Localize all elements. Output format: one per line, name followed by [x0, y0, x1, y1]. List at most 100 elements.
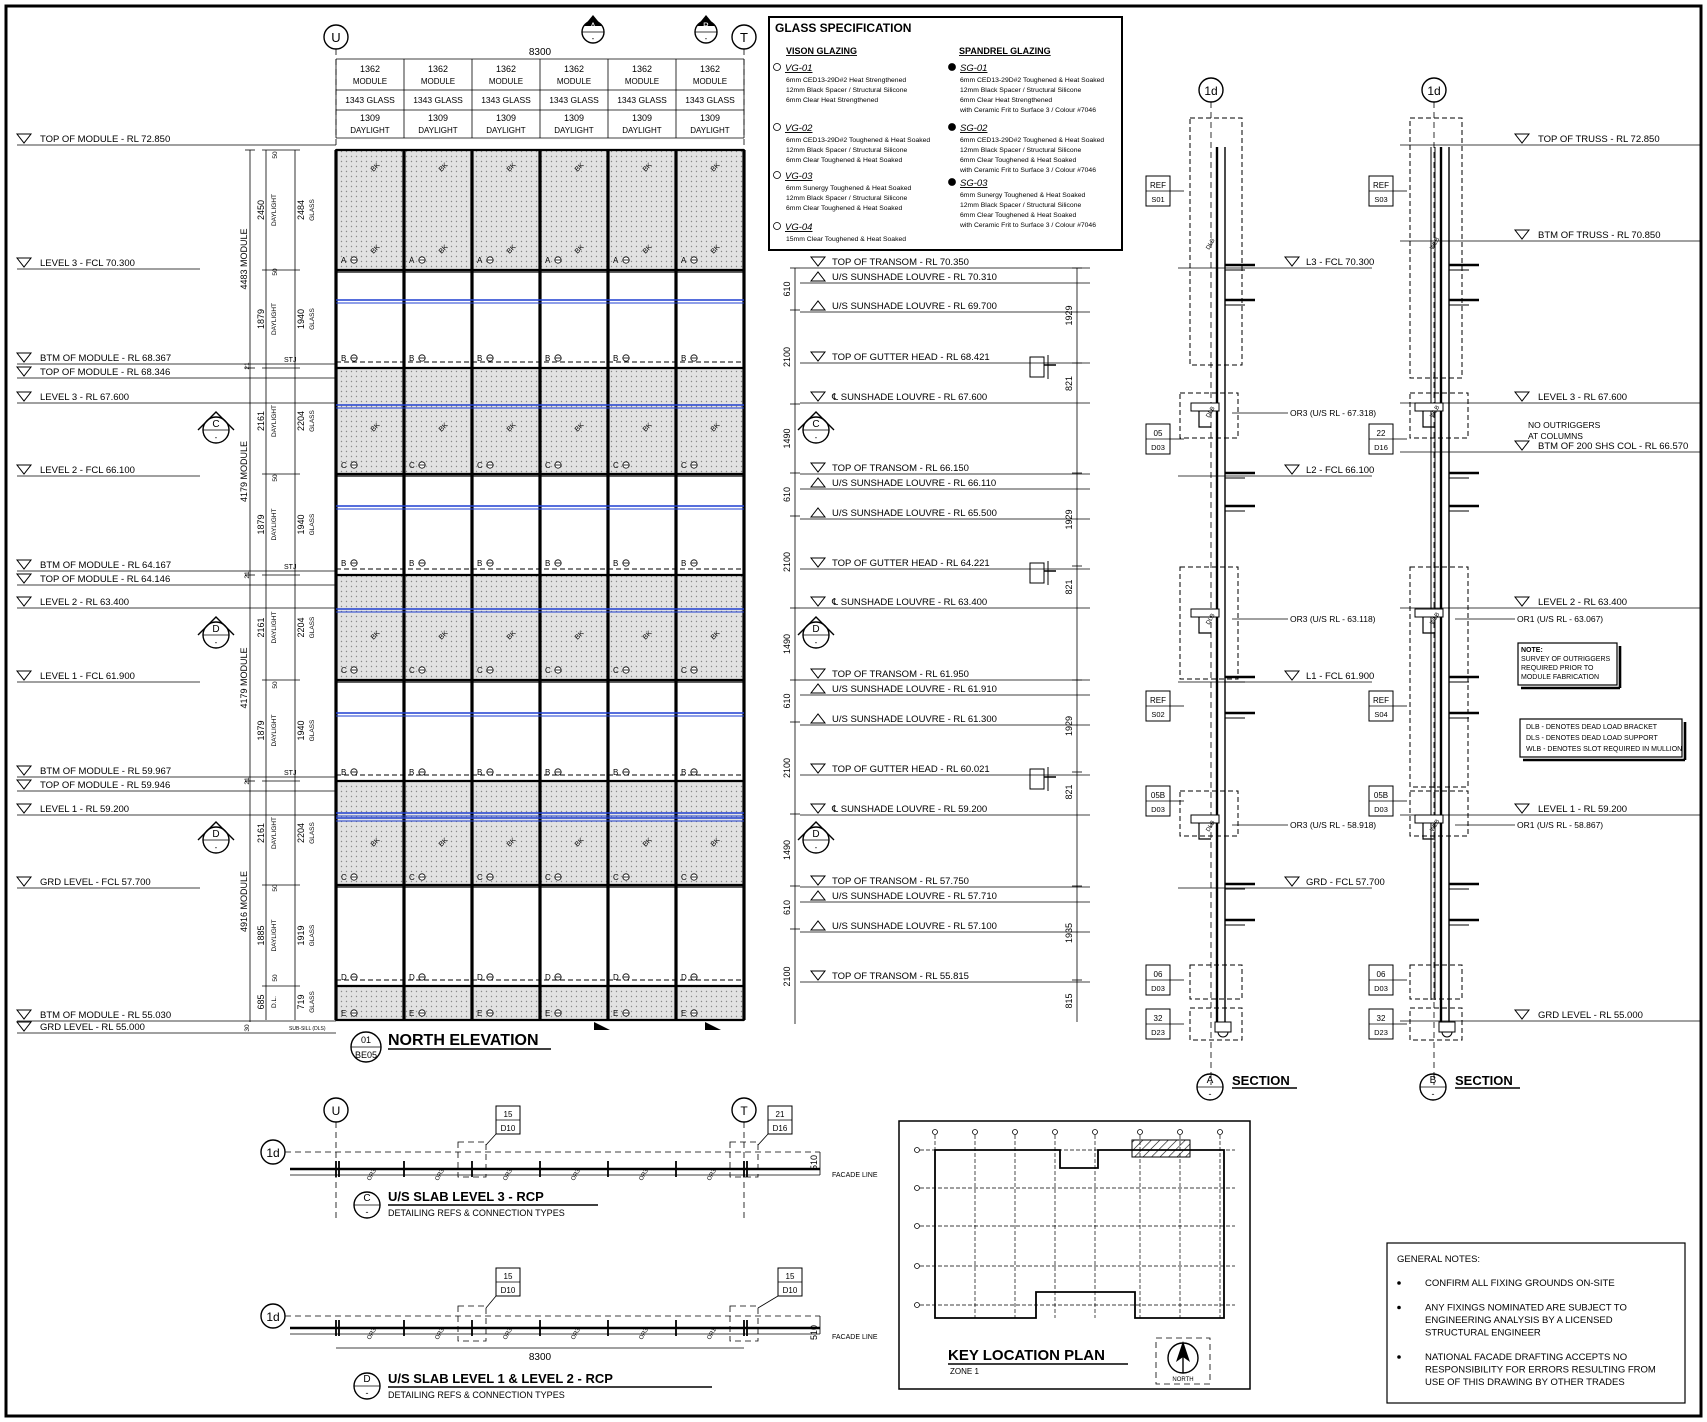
- stack-joint-label: STJ: [284, 357, 296, 364]
- svg-text:GLASS: GLASS: [309, 308, 316, 330]
- svg-text:821: 821: [1064, 784, 1074, 799]
- elevation-title: 01 BE05 NORTH ELEVATION: [350, 1031, 551, 1063]
- level-marker-right: TOP OF GUTTER HEAD - RL 60.021: [800, 763, 1090, 776]
- level-marker-right: U/S SUNSHADE LOUVRE - RL 69.700: [800, 300, 1090, 313]
- svg-text:A: A: [613, 256, 619, 265]
- bracket-tag: BK: [370, 162, 382, 174]
- level-marker-right: U/S SUNSHADE LOUVRE - RL 57.710: [800, 890, 1090, 903]
- svg-text:DAYLIGHT: DAYLIGHT: [271, 508, 278, 540]
- section-b: 1d REFS0322D16REFS0405BD0306D0332D23WLBW…: [1368, 77, 1702, 1101]
- glass-spec-panel: GLASS SPECIFICATION VISON GLAZING SPANDR…: [768, 16, 1123, 251]
- svg-text:610: 610: [782, 487, 792, 502]
- svg-text:-: -: [1209, 1089, 1212, 1099]
- glass-type-tag: E: [681, 1009, 698, 1018]
- svg-text:BTM OF TRUSS - RL 70.850: BTM OF TRUSS - RL 70.850: [1538, 230, 1660, 241]
- glass-type-tag: C: [681, 461, 698, 470]
- svg-text:1309: 1309: [360, 113, 380, 123]
- svg-text:LEVEL 1 - RL 59.200: LEVEL 1 - RL 59.200: [40, 804, 129, 815]
- section-a: 1d REFS0105D03REFS0205BD0306D0332D23DLBD…: [1145, 77, 1385, 1101]
- glass-type-tag: C: [613, 666, 630, 675]
- svg-text:B: B: [681, 768, 686, 777]
- svg-text:C: C: [212, 419, 219, 430]
- svg-text:FACADE LINE: FACADE LINE: [832, 1172, 878, 1179]
- svg-text:-: -: [815, 433, 818, 442]
- bracket-tag: BK: [710, 162, 722, 174]
- glass-type-tag: E: [409, 1009, 426, 1018]
- svg-text:℄ SUNSHADE LOUVRE - RL 63.400: ℄ SUNSHADE LOUVRE - RL 63.400: [831, 597, 987, 608]
- section-markers: C-D-D-C-D-D-: [197, 411, 835, 854]
- svg-text:DAYLIGHT: DAYLIGHT: [622, 126, 662, 135]
- svg-text:TOP OF GUTTER HEAD - RL 64.221: TOP OF GUTTER HEAD - RL 64.221: [832, 558, 990, 569]
- level-marker-right: TOP OF GUTTER HEAD - RL 68.421: [800, 351, 1090, 364]
- svg-text:DLB: DLB: [1206, 238, 1217, 251]
- svg-text:32: 32: [1154, 1014, 1163, 1023]
- svg-text:821: 821: [1064, 376, 1074, 391]
- svg-text:B: B: [545, 768, 550, 777]
- svg-text:DAYLIGHT: DAYLIGHT: [271, 919, 278, 951]
- svg-text:B: B: [409, 768, 414, 777]
- svg-text:SECTION: SECTION: [1455, 1073, 1513, 1088]
- bracket-tag: BK: [710, 422, 722, 434]
- svg-text:2100: 2100: [782, 966, 792, 986]
- svg-text:2100: 2100: [782, 347, 792, 367]
- svg-text:SG-01: SG-01: [960, 63, 987, 74]
- svg-text:D: D: [812, 829, 819, 840]
- section-marker-c: C-: [797, 411, 835, 444]
- bracket-tag: BK: [642, 422, 654, 434]
- glass-type-tag: C: [613, 873, 630, 882]
- outrigger-tag: OR3: [367, 1327, 379, 1341]
- level-marker-left: LEVEL 1 - RL 59.200: [15, 803, 336, 816]
- svg-text:610: 610: [782, 281, 792, 296]
- svg-text:WLB: WLB: [1430, 819, 1442, 833]
- general-note-item: CONFIRM ALL FIXING GROUNDS ON-SITE: [1397, 1278, 1615, 1289]
- svg-text:1309: 1309: [564, 113, 584, 123]
- section-b-level: LEVEL 3 - RL 67.600: [1400, 391, 1702, 404]
- level-marker-left: GRD LEVEL - FCL 57.700: [15, 876, 200, 889]
- level-marker-right: U/S SUNSHADE LOUVRE - RL 66.110: [800, 477, 1090, 490]
- svg-text:B: B: [341, 354, 346, 363]
- svg-text:VG-02: VG-02: [785, 123, 813, 134]
- bracket-tag: BK: [506, 422, 518, 434]
- svg-text:U/S SLAB LEVEL 3 - RCP: U/S SLAB LEVEL 3 - RCP: [388, 1189, 544, 1204]
- bracket-tag: BK: [506, 630, 518, 642]
- outrigger-tag: OR3: [571, 1327, 583, 1341]
- svg-text:LEVEL 2 - FCL 66.100: LEVEL 2 - FCL 66.100: [40, 465, 135, 476]
- svg-text:TOP OF TRANSOM - RL 61.950: TOP OF TRANSOM - RL 61.950: [832, 669, 969, 680]
- svg-text:1d: 1d: [1427, 84, 1440, 98]
- svg-text:2204: 2204: [296, 617, 306, 637]
- svg-text:719: 719: [296, 994, 306, 1009]
- svg-text:NO OUTRIGGERS: NO OUTRIGGERS: [1528, 420, 1601, 430]
- svg-text:6mm CED13-29D#2 Heat Strengthe: 6mm CED13-29D#2 Heat Strengthened: [786, 77, 906, 84]
- svg-text:TOP OF TRANSOM - RL 66.150: TOP OF TRANSOM - RL 66.150: [832, 463, 969, 474]
- svg-text:LEVEL 2 - RL 63.400: LEVEL 2 - RL 63.400: [40, 597, 129, 608]
- svg-text:DLB: DLB: [1206, 613, 1217, 626]
- svg-text:B: B: [477, 354, 482, 363]
- svg-text:6mm Clear Toughened & Heat Soa: 6mm Clear Toughened & Heat Soaked: [960, 212, 1076, 219]
- level-marker-left: BTM OF MODULE - RL 59.967: [15, 765, 336, 778]
- svg-text:C: C: [409, 666, 415, 675]
- level-marker-right: U/S SUNSHADE LOUVRE - RL 65.500: [800, 507, 1090, 520]
- level-marker-left: GRD LEVEL - RL 55.000: [15, 1021, 336, 1034]
- bracket-tag: BK: [506, 244, 518, 256]
- svg-text:S04: S04: [1374, 710, 1387, 719]
- svg-text:BTM OF MODULE - RL 55.030: BTM OF MODULE - RL 55.030: [40, 1010, 171, 1021]
- bracket-tag: BK: [574, 837, 586, 849]
- svg-text:LEVEL 3 - RL 67.600: LEVEL 3 - RL 67.600: [40, 392, 129, 403]
- svg-text:6mm Clear Toughened & Heat Soa: 6mm Clear Toughened & Heat Soaked: [786, 157, 902, 164]
- svg-text:DLS - DENOTES DEAD LOAD SUPPOR: DLS - DENOTES DEAD LOAD SUPPORT: [1526, 735, 1658, 742]
- svg-text:-: -: [215, 843, 218, 852]
- svg-text:1343 GLASS: 1343 GLASS: [413, 95, 463, 105]
- svg-text:U/S SLAB LEVEL 1 & LEVEL 2 - R: U/S SLAB LEVEL 1 & LEVEL 2 - RCP: [388, 1371, 613, 1386]
- glass-type-tag: B: [477, 559, 494, 568]
- svg-text:B: B: [703, 21, 709, 31]
- svg-text:REF: REF: [1373, 181, 1389, 190]
- svg-text:2161: 2161: [256, 617, 266, 637]
- section-a-level: L2 - FCL 66.100: [1178, 464, 1374, 477]
- svg-text:1309: 1309: [428, 113, 448, 123]
- glass-type-tag: A: [409, 256, 426, 265]
- svg-text:1309: 1309: [632, 113, 652, 123]
